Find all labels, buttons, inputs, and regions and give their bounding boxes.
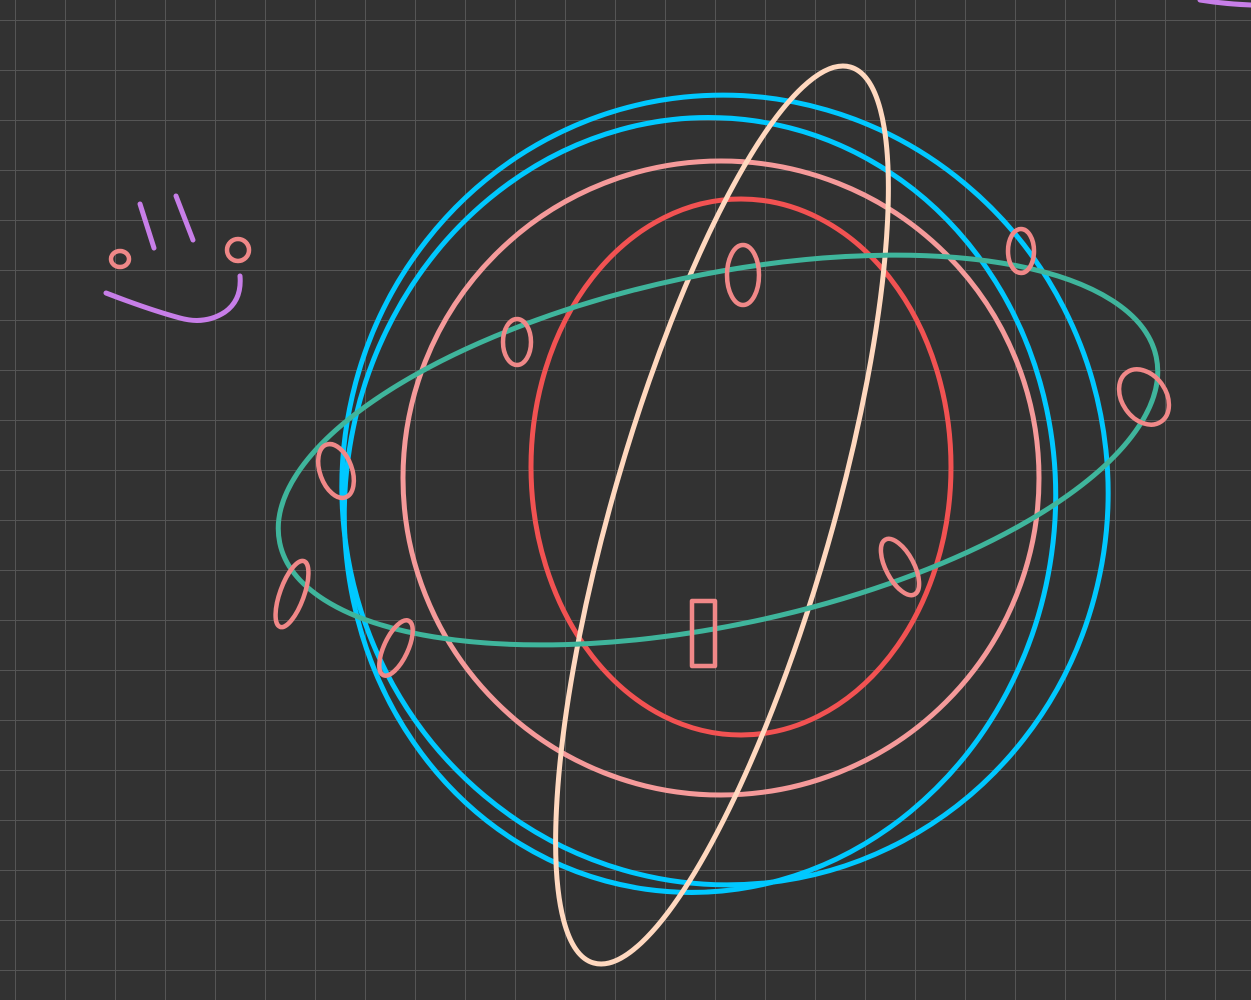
salmon-middle-circle[interactable] — [400, 158, 1042, 798]
small-oval[interactable] — [873, 533, 927, 601]
small-oval[interactable] — [269, 557, 315, 631]
smiley-stroke-right[interactable] — [173, 193, 196, 243]
small-oval[interactable] — [372, 616, 419, 681]
offscreen-violet-stroke[interactable] — [1197, 0, 1251, 8]
small-oval[interactable] — [1109, 360, 1179, 434]
smiley-stroke-left[interactable] — [137, 201, 157, 251]
small-oval[interactable] — [311, 439, 360, 503]
red-inner-circle[interactable] — [528, 196, 954, 738]
pink-small-rectangle[interactable] — [689, 598, 718, 669]
small-oval[interactable] — [1005, 226, 1037, 276]
small-pink-ovals[interactable] — [108, 226, 1179, 681]
small-oval[interactable] — [108, 248, 132, 270]
small-oval[interactable] — [224, 236, 252, 264]
smiley-doodle[interactable] — [103, 193, 243, 323]
peach-tilted-orbit[interactable] — [488, 37, 956, 994]
small-oval[interactable] — [500, 316, 534, 368]
teal-tilted-orbit[interactable] — [243, 186, 1192, 715]
smiley-mouth[interactable] — [103, 273, 243, 323]
small-oval[interactable] — [724, 242, 762, 308]
